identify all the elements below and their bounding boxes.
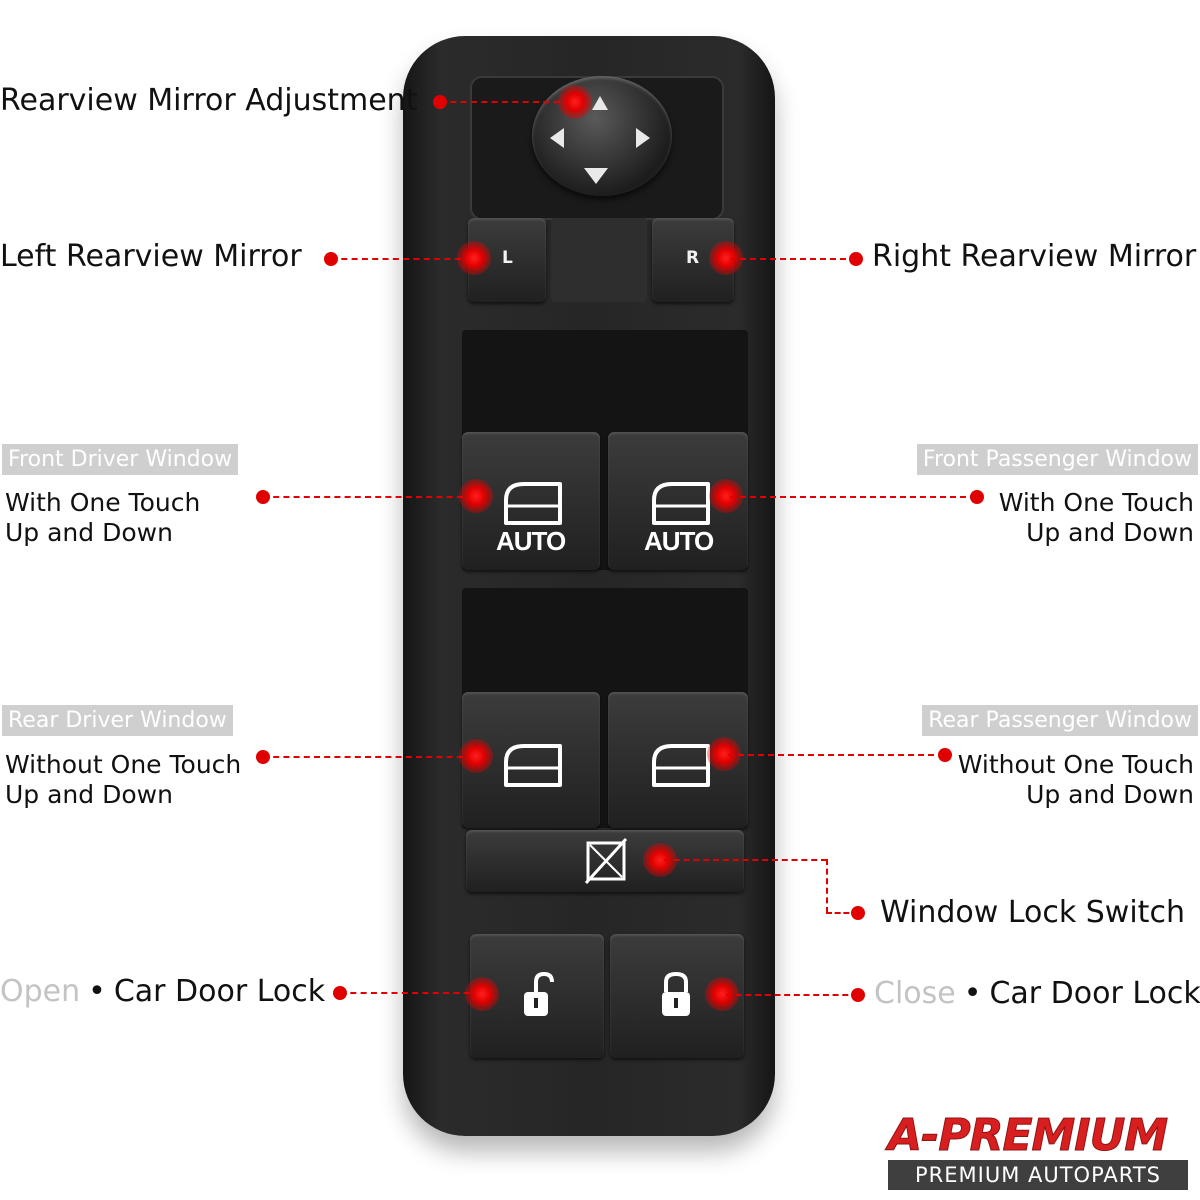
close-word: Close — [874, 976, 956, 1011]
window-lock-icon — [584, 837, 628, 885]
door-lock-right-label: Car Door Lock — [989, 976, 1200, 1011]
callout-dot — [851, 906, 865, 920]
unlocked-padlock-icon — [524, 971, 554, 1016]
callout-line — [826, 912, 858, 914]
door-lock-left-label: Car Door Lock — [113, 974, 326, 1009]
door-lock-right-row: Close•Car Door Lock — [874, 979, 1200, 1009]
callout-line — [263, 496, 473, 498]
callout-line — [726, 994, 858, 996]
window-icon — [504, 482, 562, 525]
window-lock-switch[interactable] — [466, 830, 744, 892]
callout-glow — [459, 479, 493, 513]
front-driver-tag: Front Driver Window — [2, 444, 239, 476]
rear-passenger-tag: Rear Passenger Window — [922, 705, 1198, 737]
callout-glow — [465, 977, 499, 1011]
callout-line — [730, 258, 856, 260]
auto-label: AUTO — [496, 526, 566, 556]
callout-line — [331, 258, 471, 260]
callout-dot — [970, 490, 984, 504]
auto-label: AUTO — [644, 526, 714, 556]
callout-glow — [457, 241, 491, 275]
rear-passenger-desc-2: Up and Down — [1026, 780, 1194, 809]
four-way-arrow-knob-icon — [550, 96, 650, 184]
mirror-adjust-knob[interactable] — [532, 76, 672, 196]
separator: • — [88, 974, 106, 1009]
callout-line — [826, 859, 828, 913]
rear-driver-desc-1: Without One Touch — [5, 750, 242, 779]
window-icon — [652, 482, 710, 525]
left-key-letter: L — [502, 248, 513, 268]
locked-padlock-icon — [662, 971, 690, 1016]
mirror-select-center — [551, 218, 647, 302]
window-icon — [652, 744, 710, 787]
front-passenger-desc-1: With One Touch — [998, 488, 1194, 517]
callout-line — [340, 992, 480, 994]
callout-line — [664, 859, 827, 861]
callout-line — [730, 496, 976, 498]
callout-glow — [459, 739, 493, 773]
rear-driver-tag: Rear Driver Window — [2, 705, 233, 737]
front-driver-desc-1: With One Touch — [5, 488, 201, 517]
callout-line — [440, 101, 570, 103]
left-mirror-label: Left Rearview Mirror — [0, 239, 302, 274]
window-lock-label: Window Lock Switch — [880, 895, 1185, 930]
mirror-adjust-label: Rearview Mirror Adjustment — [0, 83, 418, 118]
callout-glow — [558, 85, 592, 119]
right-key-letter: R — [686, 248, 700, 268]
brand-tagline: PREMIUM AUTOPARTS — [888, 1160, 1188, 1190]
callout-dot — [851, 988, 865, 1002]
rear-driver-desc-2: Up and Down — [5, 780, 173, 809]
open-word: Open — [0, 974, 81, 1009]
brand-logo: A-PREMIUM — [887, 1110, 1168, 1162]
callout-line — [728, 754, 944, 756]
callout-line — [263, 756, 473, 758]
front-driver-desc-2: Up and Down — [5, 518, 173, 547]
separator: • — [963, 976, 982, 1011]
front-passenger-desc-2: Up and Down — [1026, 518, 1194, 547]
callout-dot — [938, 748, 952, 762]
callout-dot — [849, 252, 863, 266]
window-icon — [504, 744, 562, 787]
front-passenger-tag: Front Passenger Window — [916, 444, 1198, 476]
door-lock-left-row: Open•Car Door Lock — [0, 977, 325, 1007]
right-mirror-label: Right Rearview Mirror — [872, 239, 1197, 274]
rear-passenger-desc-1: Without One Touch — [957, 750, 1194, 779]
